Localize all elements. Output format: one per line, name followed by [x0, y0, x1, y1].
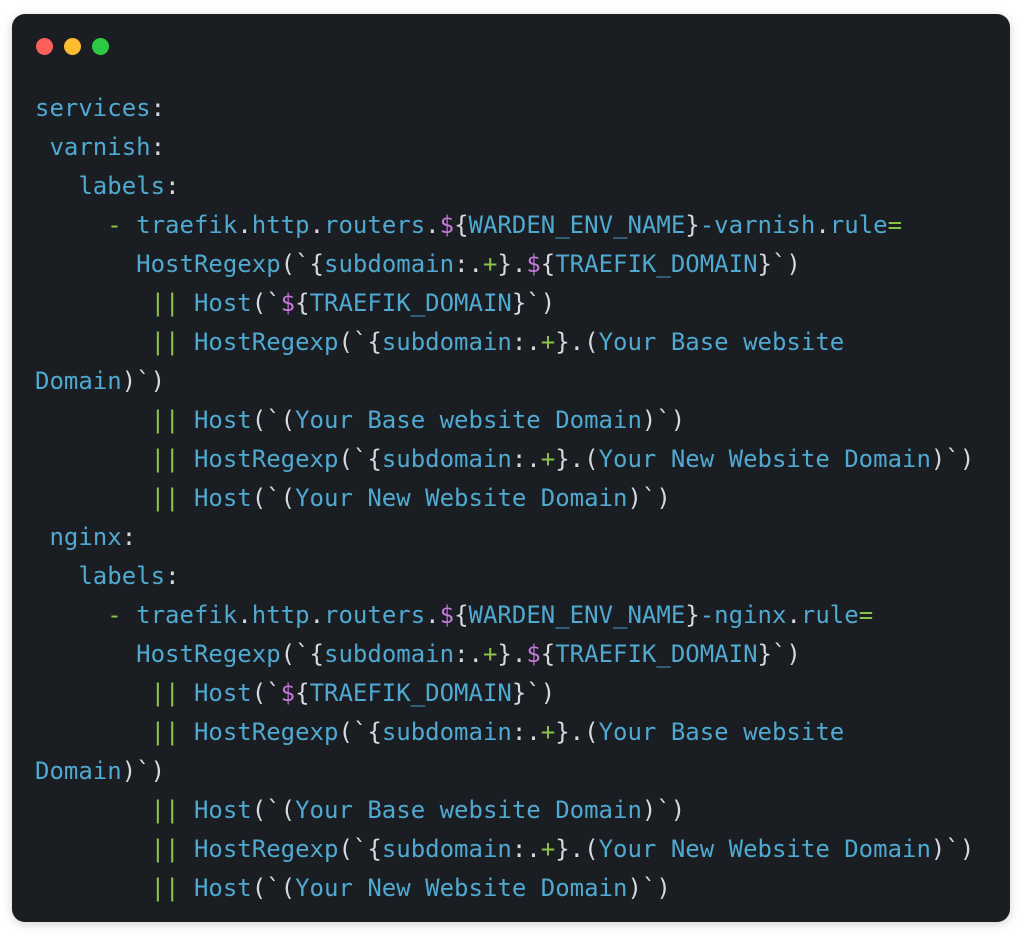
code-line: || HostRegexp(`{subdomain:.+}.(Your Base…	[150, 718, 845, 746]
code-line: HostRegexp(`{subdomain:.+}.${TRAEFIK_DOM…	[136, 250, 801, 278]
code-line: || Host(`${TRAEFIK_DOMAIN}`)	[150, 289, 556, 317]
code-line: nginx:	[49, 523, 137, 551]
code-line: || Host(`(Your New Website Domain)`)	[150, 484, 671, 512]
code-line: || Host(`${TRAEFIK_DOMAIN}`)	[150, 679, 556, 707]
code-line: Domain)`)	[35, 367, 166, 395]
code-line: || HostRegexp(`{subdomain:.+}.(Your New …	[150, 835, 975, 863]
code-block: services: varnish: labels: - traefik.htt…	[12, 89, 1010, 908]
terminal-window: services: varnish: labels: - traefik.htt…	[12, 14, 1010, 922]
window-titlebar	[12, 14, 1010, 55]
code-line: HostRegexp(`{subdomain:.+}.${TRAEFIK_DOM…	[136, 640, 801, 668]
code-line: labels:	[78, 172, 180, 200]
code-line: - traefik.http.routers.${WARDEN_ENV_NAME…	[107, 601, 874, 629]
code-line: || Host(`(Your New Website Domain)`)	[150, 874, 671, 902]
code-line: - traefik.http.routers.${WARDEN_ENV_NAME…	[107, 211, 903, 239]
code-line: services:	[35, 94, 166, 122]
code-line: || HostRegexp(`{subdomain:.+}.(Your Base…	[150, 328, 845, 356]
code-line: Domain)`)	[35, 757, 166, 785]
code-line: || Host(`(Your Base website Domain)`)	[150, 796, 686, 824]
code-line: varnish:	[49, 133, 166, 161]
code-line: labels:	[78, 562, 180, 590]
close-button[interactable]	[36, 38, 53, 55]
code-line: || Host(`(Your Base website Domain)`)	[150, 406, 686, 434]
code-line: || HostRegexp(`{subdomain:.+}.(Your New …	[150, 445, 975, 473]
zoom-button[interactable]	[92, 38, 109, 55]
minimize-button[interactable]	[64, 38, 81, 55]
